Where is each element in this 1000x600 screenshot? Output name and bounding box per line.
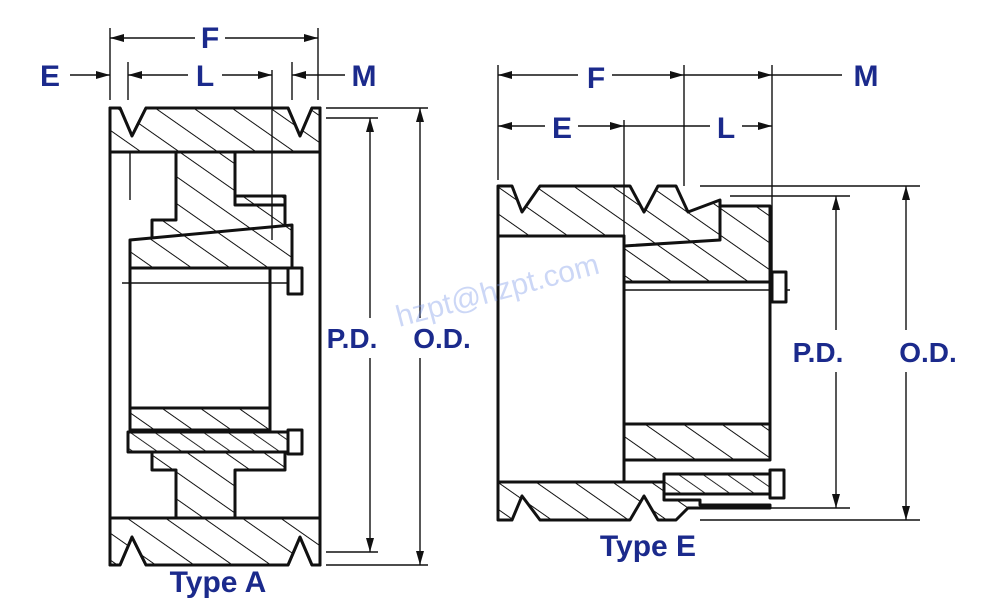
type-e-m-label: M: [854, 60, 879, 93]
type-e-bottom-rim: [496, 480, 772, 522]
type-a-e-label: E: [40, 60, 60, 93]
type-e-drawing: [496, 65, 920, 522]
type-a-bolt-head-top: [286, 266, 304, 296]
type-e-right-bore: [622, 280, 772, 426]
type-e-caption: Type E: [600, 530, 696, 563]
type-e-left-bore: [496, 234, 626, 484]
type-e-dimensions: [497, 65, 920, 521]
type-e-e-label: E: [552, 112, 572, 145]
type-e-lower-hub: [622, 422, 772, 462]
type-a-bore: [128, 266, 272, 410]
type-e-l-label: L: [717, 112, 735, 145]
type-a-m-label: M: [352, 60, 377, 93]
type-a-l-label: L: [196, 60, 214, 93]
type-e-pd-label: P.D.: [793, 337, 844, 368]
type-a-od-label: O.D.: [413, 323, 471, 354]
type-a-bolt-head-bottom: [286, 428, 304, 456]
type-e-lower-bolt: [662, 472, 784, 496]
type-a-bottom-rim: [108, 516, 322, 567]
type-a-pd-label: P.D.: [327, 323, 378, 354]
type-e-bolt-head-bottom: [768, 468, 786, 500]
type-e-bolt-head-top: [770, 270, 788, 304]
type-a-f-label: F: [201, 22, 219, 55]
type-a-lower-bolt: [126, 430, 302, 454]
type-e-f-label: F: [587, 62, 605, 95]
type-a-lower-bushing: [128, 406, 272, 432]
type-a-caption: Type A: [170, 566, 267, 599]
type-a-drawing: [108, 70, 322, 567]
type-e-od-label: O.D.: [899, 337, 957, 368]
type-a-dimensions: [70, 28, 428, 566]
